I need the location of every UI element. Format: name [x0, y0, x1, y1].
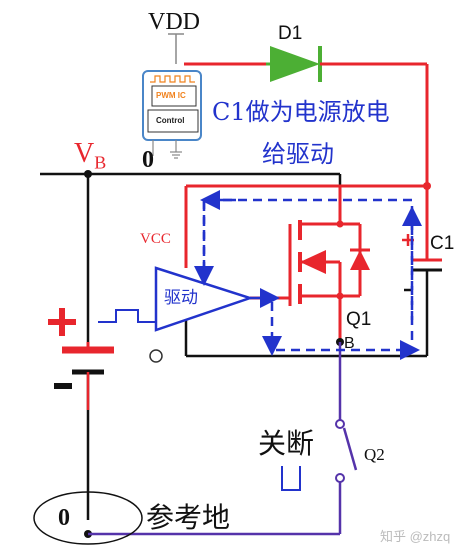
diode-d1 — [184, 46, 429, 232]
zero-top-label: 0 — [142, 147, 154, 173]
pwm-ic-label: PWM IC — [156, 91, 186, 100]
q1-label: Q1 — [346, 309, 372, 330]
vdd-rail — [168, 33, 184, 64]
shutoff-label: 关断 — [258, 427, 315, 460]
vcc-label: VCC — [140, 231, 171, 247]
zero-bottom-label: 0 — [58, 505, 70, 531]
current-loop — [194, 190, 422, 360]
ground-ellipse — [33, 491, 143, 545]
q2-label: Q2 — [364, 445, 385, 464]
driver-label: 驱动 — [164, 288, 198, 308]
c1-note-line1: C1做为电源放电 — [212, 98, 390, 126]
vb-main: V — [74, 138, 95, 169]
d1-label: D1 — [278, 23, 303, 44]
vb-sub: B — [94, 152, 107, 173]
top-rail — [40, 172, 342, 186]
mosfet-q1 — [184, 182, 431, 342]
vb-label: VB — [74, 140, 106, 172]
b-node-label: B — [344, 335, 355, 352]
c1-note-line2: 给驱动 — [262, 140, 334, 168]
control-label: Control — [156, 116, 185, 125]
c1-label: C1 — [430, 233, 455, 254]
return-rail — [149, 312, 427, 363]
ground-ref-label: 参考地 — [146, 501, 231, 534]
watermark: 知乎 @zhzq — [380, 529, 451, 544]
battery-vb — [48, 170, 114, 538]
pwm-ic-block — [142, 70, 202, 159]
vdd-label: VDD — [148, 9, 200, 35]
capacitor-c1 — [402, 186, 442, 356]
